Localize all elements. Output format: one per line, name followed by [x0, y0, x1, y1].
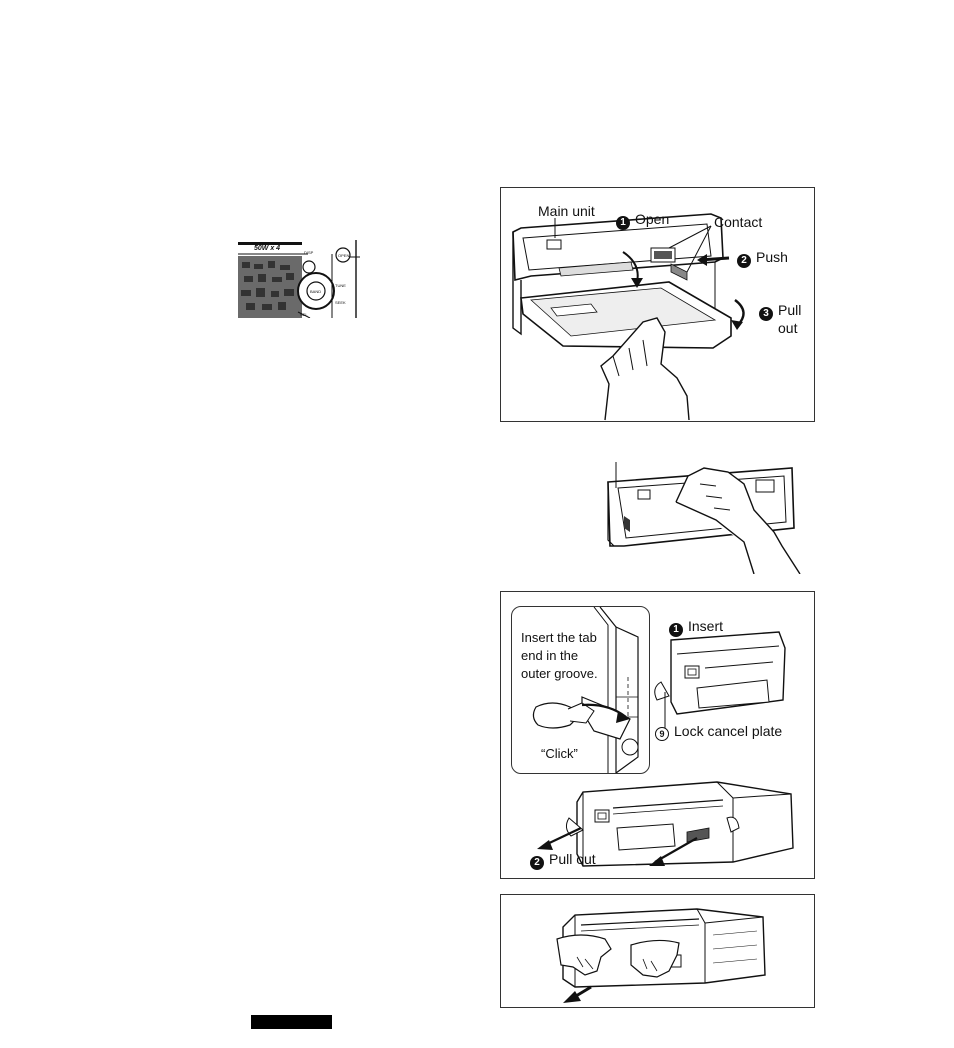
- thumbnail-button-tune: TUNE: [335, 283, 346, 288]
- callout-line-3: outer groove.: [521, 666, 598, 682]
- step-number-1: 1: [616, 216, 630, 230]
- lock-plate-number: 9: [655, 727, 669, 741]
- callout-click: “Click”: [541, 746, 578, 762]
- callout-line-2: end in the: [521, 648, 578, 664]
- callout-lock-plate-inset: Insert the tab end in the outer groove. …: [511, 606, 650, 774]
- thumbnail-button-seek: SEEK: [335, 300, 346, 305]
- thumbnail-panel-text: 50W x 4: [254, 245, 280, 253]
- label-step1-insert: 1 Insert: [669, 618, 723, 637]
- label-step1-open: 1 Open: [616, 211, 669, 230]
- faceplate-attach-drawing: [604, 462, 804, 574]
- label-step3-pull: 3 Pull: [759, 302, 801, 321]
- step-number-3: 3: [759, 307, 773, 321]
- step1-open-text: Open: [635, 211, 669, 227]
- callout-line-1: Insert the tab: [521, 630, 597, 646]
- step2-pull-out-text: Pull out: [549, 851, 596, 867]
- thumbnail-button-disp: DISP: [304, 250, 313, 255]
- figure-attach-faceplate: [604, 462, 804, 574]
- label-step3-out: out: [778, 320, 797, 336]
- thumbnail-button-open: OPEN: [338, 253, 349, 258]
- label-contact: Contact: [714, 214, 762, 230]
- label-main-unit: Main unit: [538, 203, 595, 219]
- label-step2-pull-out: 2 Pull out: [530, 851, 596, 870]
- black-bar: [251, 1015, 332, 1029]
- radio-thumbnail: 50W x 4 DISP BAND TUNE SEEK SEL OPEN: [238, 240, 360, 318]
- figure-remove-faceplate: Main unit 1 Open Contact 2 Push 3 Pull out: [500, 187, 815, 422]
- unit-step-number-1: 1: [669, 623, 683, 637]
- slide-out-drawing: [501, 895, 814, 1007]
- label-step2-push: 2 Push: [737, 249, 788, 268]
- label-lock-cancel-plate: 9 Lock cancel plate: [655, 723, 782, 741]
- step3-pull-text: Pull: [778, 302, 801, 318]
- lock-cancel-plate-text: Lock cancel plate: [674, 723, 782, 739]
- figure-slide-unit-out: [500, 894, 815, 1008]
- thumbnail-button-sel: SEL: [300, 312, 308, 317]
- thumbnail-button-band: BAND: [310, 289, 321, 294]
- step-number-2: 2: [737, 254, 751, 268]
- step2-push-text: Push: [756, 249, 788, 265]
- unit-step-number-2: 2: [530, 856, 544, 870]
- step1-insert-text: Insert: [688, 618, 723, 634]
